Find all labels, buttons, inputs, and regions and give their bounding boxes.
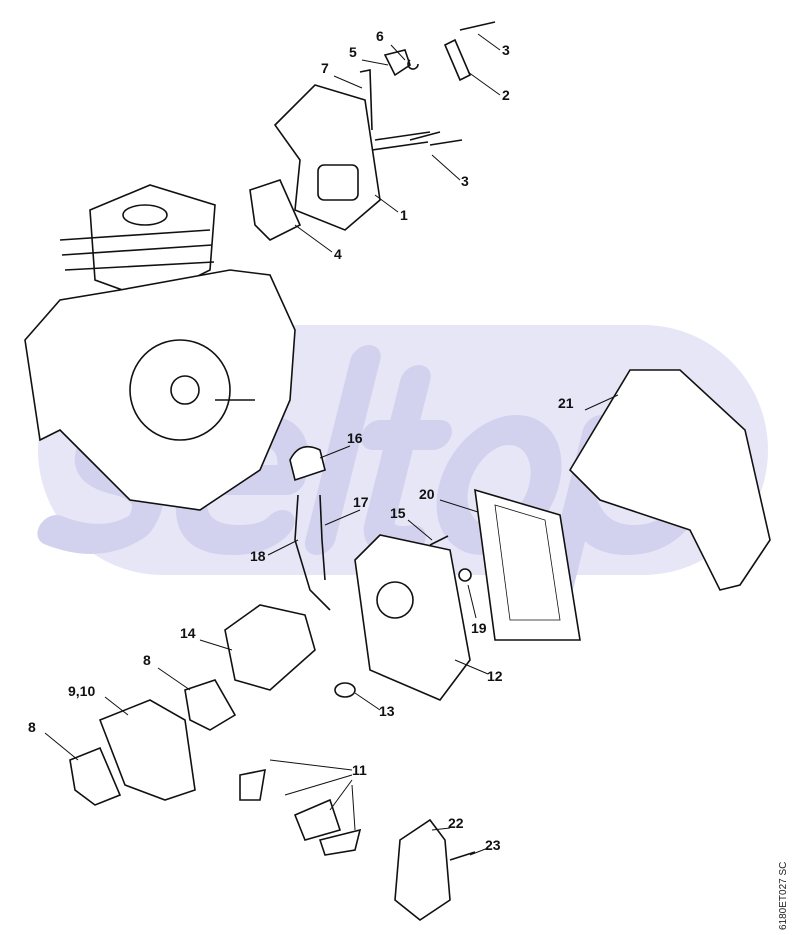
callout-16: 16: [347, 430, 363, 446]
part-12-housing: [354, 534, 471, 701]
part-14-manifold: [224, 604, 316, 691]
part-19-nut: [458, 568, 472, 582]
part-13-plug: [334, 682, 356, 698]
callout-17: 17: [353, 494, 369, 510]
drawing-code: 6180ET027 SC: [778, 861, 789, 930]
callout-19: 19: [471, 620, 487, 636]
callout-11: 11: [352, 762, 367, 778]
leader-lines: [44, 33, 619, 856]
callout-21: 21: [558, 395, 574, 411]
part-20-filter: [474, 488, 581, 641]
part-8-gasket-2: [69, 746, 122, 806]
callout-5: 5: [349, 44, 357, 60]
callout-23: 23: [485, 837, 501, 853]
callout-6: 6: [376, 28, 384, 44]
callout-3: 3: [502, 42, 510, 58]
callout-8b: 8: [28, 719, 36, 735]
callout-12: 12: [487, 668, 503, 684]
part-4-gasket: [249, 179, 302, 241]
callout-15: 15: [390, 505, 406, 521]
callout-8: 8: [143, 652, 151, 668]
callout-7: 7: [321, 60, 329, 76]
part-9-10-carburetor: [98, 699, 196, 801]
part-8-gasket: [184, 679, 237, 731]
part-17-18-hoses: [294, 494, 331, 611]
callout-13: 13: [379, 703, 395, 719]
callout-18: 18: [250, 548, 266, 564]
callout-20: 20: [419, 486, 435, 502]
callout-1: 1: [400, 207, 408, 223]
callout-3b: 3: [461, 173, 469, 189]
part-22-elbow: [394, 818, 451, 921]
part-2-clip: [443, 38, 472, 82]
callout-9-10: 9,10: [68, 683, 96, 699]
part-5-6: [383, 49, 419, 77]
part-23-screw: [449, 851, 476, 861]
part-3-screw: [409, 21, 496, 146]
callout-22: 22: [448, 815, 464, 831]
part-16-valve: [289, 445, 326, 482]
part-1-plate: [273, 84, 431, 231]
engine-crankcase: [24, 184, 296, 511]
callout-4: 4: [334, 246, 342, 262]
part-21-cover: [568, 369, 771, 591]
callout-14: 14: [180, 625, 196, 641]
callout-2: 2: [502, 87, 510, 103]
part-11-kit: [239, 768, 362, 856]
part-15-screw: [429, 535, 449, 546]
part-7-spring: [359, 69, 373, 131]
